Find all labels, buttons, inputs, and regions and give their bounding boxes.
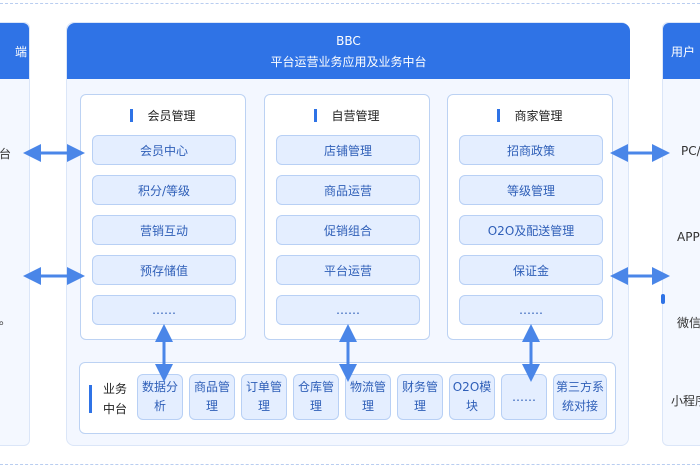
- module-box: 商品运营: [276, 175, 420, 205]
- business-module: O2O模块: [449, 374, 495, 420]
- business-module: 商品管理: [189, 374, 235, 420]
- right-panel-marker: [661, 294, 665, 304]
- business-module: 仓库管理: [293, 374, 339, 420]
- column-title: 商家管理: [448, 107, 612, 124]
- platform-header: BBC 平台运营业务应用及业务中台: [67, 23, 630, 79]
- left-panel-header: 端: [0, 23, 29, 79]
- module-box: 保证金: [459, 255, 603, 285]
- platform-subtitle: 平台运营业务应用及业务中台: [270, 55, 427, 69]
- business-module: 订单管理: [241, 374, 287, 420]
- right-panel-item: APP: [677, 230, 700, 244]
- module-box: 招商政策: [459, 135, 603, 165]
- module-box: 等级管理: [459, 175, 603, 205]
- business-module: 第三方系统对接: [553, 374, 607, 420]
- module-box: 会员中心: [92, 135, 236, 165]
- module-box-more: ……: [92, 295, 236, 325]
- self-operated-management-column: 自营管理 店铺管理 商品运营 促销组合 平台运营 ……: [264, 94, 430, 340]
- right-panel-item: 小程序: [671, 394, 700, 408]
- column-title: 会员管理: [81, 107, 245, 124]
- right-panel-header: 用户: [663, 23, 700, 79]
- member-management-column: 会员管理 会员中心 积分/等级 营销互动 预存储值 ……: [80, 94, 246, 340]
- merchant-management-column: 商家管理 招商政策 等级管理 O2O及配送管理 保证金 ……: [447, 94, 613, 340]
- left-client-panel: 端 台 。: [0, 22, 30, 446]
- business-center-label: 业务中台: [102, 382, 127, 416]
- top-dashed-divider: [0, 3, 700, 4]
- right-panel-title: 用户: [671, 44, 696, 59]
- platform-title: BBC: [336, 34, 361, 48]
- module-box: 平台运营: [276, 255, 420, 285]
- right-user-panel: 用户 PC/ APP 微信 小程序: [661, 22, 700, 446]
- business-center-accent-bar: [89, 385, 92, 413]
- module-box: O2O及配送管理: [459, 215, 603, 245]
- module-box-more: ……: [276, 295, 420, 325]
- right-panel-item: 微信: [677, 316, 700, 330]
- module-box: 店铺管理: [276, 135, 420, 165]
- bottom-dashed-divider: [0, 464, 700, 465]
- module-box: 预存储值: [92, 255, 236, 285]
- left-panel-item: 。: [0, 313, 12, 327]
- module-box: 营销互动: [92, 215, 236, 245]
- left-panel-item: 台: [0, 147, 12, 161]
- module-box: 促销组合: [276, 215, 420, 245]
- module-box: 积分/等级: [92, 175, 236, 205]
- left-panel-title: 端: [14, 44, 27, 59]
- column-title: 自营管理: [265, 107, 429, 124]
- business-module: 财务管理: [397, 374, 443, 420]
- right-panel-item: PC/: [681, 144, 700, 158]
